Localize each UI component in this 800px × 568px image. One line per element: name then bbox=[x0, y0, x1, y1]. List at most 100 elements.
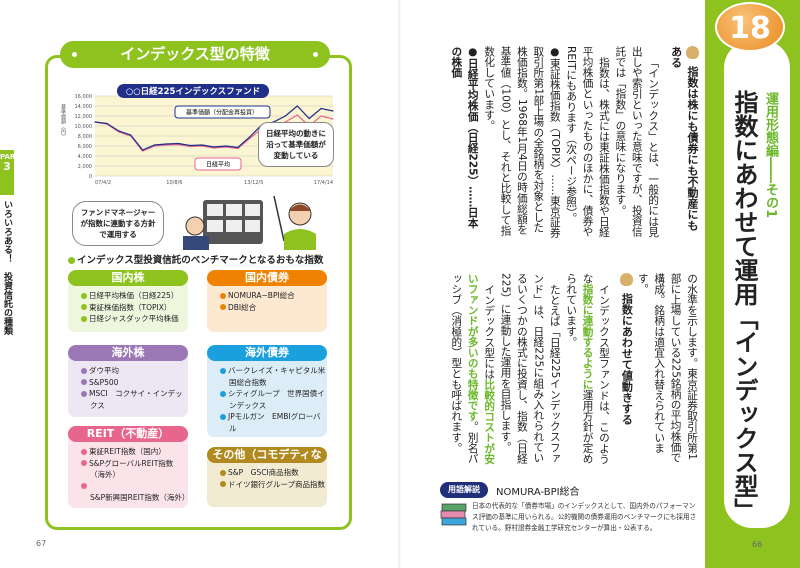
data-point bbox=[118, 130, 120, 132]
index-item: ドイツ銀行グループ商品指数 bbox=[220, 479, 327, 491]
bullet-icon bbox=[81, 315, 87, 322]
presenter-illustration bbox=[273, 196, 316, 250]
data-point bbox=[153, 144, 156, 146]
chapter-title: 指数にあわせて運用「インデックス型」 bbox=[730, 90, 758, 522]
bullet-icon bbox=[81, 390, 87, 397]
section-heading-tracking: 指数にあわせて値動きする bbox=[618, 273, 634, 468]
y-tick-label: 10,000 bbox=[75, 124, 93, 130]
bullet-icon bbox=[220, 469, 226, 476]
index-category-box: 国内株日経平均株価（日経225）東証株価指数（TOPIX）日経ジャスダック平均株… bbox=[68, 270, 188, 332]
paragraph: 「インデックス」とは、一般的には見出しや索引といった意味ですが、投資信託では「指… bbox=[614, 46, 660, 237]
y-tick-label: 8,000 bbox=[78, 134, 92, 140]
index-item: S&P500 bbox=[81, 377, 188, 389]
y-tick-label: 14,000 bbox=[75, 104, 93, 110]
data-point bbox=[237, 146, 239, 149]
page-gutter bbox=[398, 0, 402, 568]
data-point bbox=[189, 144, 191, 147]
category-title: 海外株 bbox=[68, 345, 188, 361]
y-tick-label: 0 bbox=[89, 174, 92, 180]
y-axis-label: 基準価額（円） bbox=[60, 103, 66, 139]
category-title: その他（コモデティなど） bbox=[207, 447, 327, 477]
bullet-icon bbox=[81, 448, 87, 455]
data-point bbox=[177, 143, 179, 146]
bullet-icon bbox=[220, 367, 226, 374]
index-category-box: 海外債券バークレイズ・キャピタル米国総合指数シティグループ 世界国債インデックス… bbox=[207, 345, 327, 437]
data-point bbox=[165, 144, 167, 146]
index-category-box: REIT（不動産） 東証REIT指数（国内）S&PグローバルREIT指数（海外）S… bbox=[68, 426, 188, 508]
category-title: 国内債券 bbox=[207, 270, 327, 286]
benchmark-heading: インデックス型投資信託のベンチマークとなるおもな指数 bbox=[68, 252, 323, 266]
bullet-icon bbox=[220, 481, 226, 487]
data-point bbox=[249, 136, 251, 138]
index-item: MSCI コクサイ・インデックス bbox=[81, 388, 188, 411]
data-point bbox=[225, 145, 227, 147]
text-block-bottom: の水準を示します。東京証券取引所第1部に上場している225銘柄の平均株価で構成。… bbox=[438, 273, 700, 468]
nikkei-callout bbox=[194, 157, 242, 171]
paragraph: インデックス型には比較的コストが安いファンドが多いのも特徴です。別名パッシブ（消… bbox=[450, 273, 496, 464]
index-item: JPモルガン EMBIグローバル bbox=[220, 411, 327, 434]
data-point bbox=[213, 146, 215, 148]
fund-manager-illustration bbox=[183, 200, 263, 250]
category-title: 海外債券 bbox=[207, 345, 327, 361]
data-point bbox=[189, 145, 191, 148]
index-item: シティグループ 世界国債インデックス bbox=[220, 388, 327, 411]
nav-callout bbox=[174, 105, 271, 119]
data-point bbox=[296, 114, 298, 116]
part-number: 3 bbox=[3, 160, 11, 173]
feature-box-title: インデックス型の特徴 bbox=[60, 41, 330, 68]
data-point bbox=[320, 107, 322, 110]
data-point bbox=[165, 143, 167, 145]
speech-bubble-right: 日経平均の動きに沿って基準価額が変動している bbox=[258, 122, 334, 167]
bullet-icon bbox=[81, 460, 87, 466]
money-bag-icon bbox=[685, 46, 699, 59]
index-item: DBI総合 bbox=[220, 302, 327, 314]
index-category-box: その他（コモデティなど）S&P GSCI商品指数ドイツ銀行グループ商品指数 bbox=[207, 447, 327, 507]
data-point bbox=[201, 144, 203, 146]
books-icon bbox=[440, 503, 467, 526]
y-tick-label: 6,000 bbox=[78, 144, 92, 150]
data-point bbox=[296, 105, 298, 107]
index-item: 東証REIT指数（国内） bbox=[81, 446, 188, 458]
y-tick-label: 2,000 bbox=[78, 164, 92, 170]
index-item: S&P GSCI商品指数 bbox=[220, 467, 327, 479]
bullet-icon bbox=[81, 367, 87, 374]
chapter-subtitle: 運用形態編――その1 bbox=[763, 92, 778, 219]
glossary-text: 日本の代表的な「債券市場」のインデックスとして、国内外のパフォーマンス評価の基準… bbox=[472, 502, 697, 532]
definition-topix: ●東証株価指数（TOPIX）……東京証券取引所第1部上場の全銘柄を対象とした株価… bbox=[483, 46, 561, 238]
title-panel bbox=[724, 40, 790, 528]
x-tick-label: 07/4/2 bbox=[95, 180, 111, 186]
paragraph: たとえば「日経225インデックスファンド」は、日経225に組み入れられているいく… bbox=[499, 273, 561, 464]
data-point bbox=[225, 146, 227, 148]
index-item: 日経ジャスダック平均株価 bbox=[81, 313, 188, 325]
page-number-left: 67 bbox=[36, 539, 47, 548]
glossary-badge: 用語解説 bbox=[440, 482, 488, 498]
category-title: REIT（不動産） bbox=[68, 426, 188, 442]
section-side-label: いろいろある！ 投資信託の種類 bbox=[2, 200, 12, 335]
index-item: ダウ平均 bbox=[81, 365, 188, 377]
y-tick-label: 16,000 bbox=[75, 94, 93, 100]
data-point bbox=[177, 142, 179, 145]
index-item: S&PグローバルREIT指数（海外） bbox=[81, 458, 188, 481]
bullet-icon bbox=[81, 483, 87, 489]
index-item: S&P新興国REIT指数（海外） bbox=[81, 481, 188, 504]
bullet-icon bbox=[81, 304, 87, 310]
glossary-term: NOMURA-BPI総合 bbox=[496, 487, 580, 498]
data-point bbox=[106, 122, 108, 125]
x-tick-label: 13/12/5 bbox=[244, 180, 263, 186]
index-item: 日経平均株価（日経225） bbox=[81, 290, 188, 302]
x-tick-label: 10/8/6 bbox=[166, 180, 182, 186]
data-point bbox=[332, 110, 334, 112]
section-heading-indices: 指数は株にも債券にも不動産にもある bbox=[669, 46, 699, 231]
bullet-icon bbox=[220, 390, 226, 397]
x-tick-label: 17/4/14 bbox=[314, 180, 333, 186]
data-point bbox=[213, 147, 215, 149]
data-point bbox=[320, 115, 322, 117]
bullet-icon bbox=[81, 379, 87, 385]
data-point bbox=[130, 134, 132, 136]
nikkei-callout-label: 日経平均 bbox=[206, 161, 230, 169]
bullet-icon bbox=[220, 292, 226, 299]
y-tick-label: 4,000 bbox=[78, 154, 92, 160]
bullet-icon bbox=[220, 413, 226, 420]
index-item: バークレイズ・キャピタル米国総合指数 bbox=[220, 365, 327, 388]
